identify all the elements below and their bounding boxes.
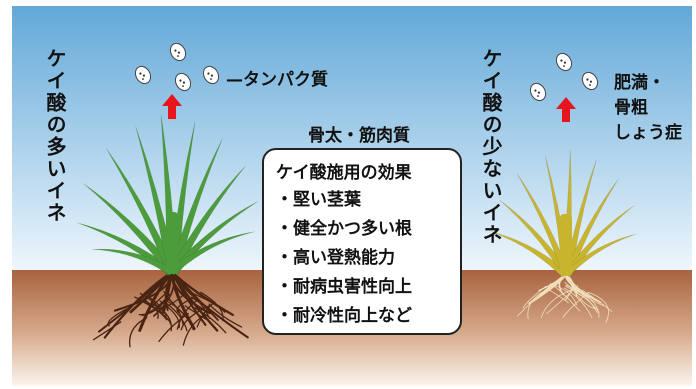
leaf-blade xyxy=(564,159,597,276)
leaf-blade xyxy=(490,231,567,278)
root-branch xyxy=(565,284,598,314)
leaf-blade xyxy=(83,183,176,276)
leaf-blade xyxy=(565,233,637,278)
root-branch xyxy=(107,308,128,327)
rice-grain-icon xyxy=(555,52,573,72)
obesity-label-line3: しょう症 xyxy=(614,123,682,143)
weak-plant-label: ケイ酸の少ないイネ xyxy=(479,48,503,246)
healthy-root-system xyxy=(92,270,249,348)
effect-item: ・耐冷性向上など xyxy=(276,306,412,326)
right-up-arrow-icon xyxy=(556,97,576,122)
healthy-rice-plant xyxy=(77,114,259,277)
rice-grain-icon xyxy=(581,71,599,91)
effect-item: ・高い登熱能力 xyxy=(276,248,395,268)
effect-item: ・堅い茎葉 xyxy=(276,190,361,210)
root-branch xyxy=(176,296,197,314)
root-branch xyxy=(141,293,171,317)
obesity-label-line2: 骨粗 xyxy=(614,98,648,118)
root-branch xyxy=(180,304,212,331)
effects-box: ケイ酸施用の効果 ・堅い茎葉 ・健全かつ多い根 ・高い登熱能力 ・耐病虫害性向上… xyxy=(262,148,462,335)
root-branch xyxy=(200,291,224,322)
root-branch xyxy=(128,317,148,348)
root-branch xyxy=(572,288,600,319)
root-strand xyxy=(170,270,235,317)
plant-stem xyxy=(560,214,572,276)
leaf-blade xyxy=(516,173,570,276)
root-branch xyxy=(540,288,575,319)
root-strand xyxy=(170,270,249,339)
root-branch xyxy=(182,314,207,346)
root-branch xyxy=(92,321,122,341)
root-strand xyxy=(170,270,211,315)
rice-grain-icon xyxy=(202,65,220,85)
root-branch xyxy=(208,303,243,328)
rice-grain-group xyxy=(134,42,599,102)
root-branch xyxy=(573,286,605,307)
root-branch xyxy=(547,288,569,304)
effect-item: ・健全かつ多い根 xyxy=(276,219,412,239)
leaf-blade xyxy=(564,178,619,277)
protein-label: —タンパク質 xyxy=(226,70,328,90)
leaf-blade xyxy=(106,148,177,275)
rice-grain-icon xyxy=(169,42,187,62)
root-branch xyxy=(522,285,547,309)
rice-grain-icon xyxy=(134,65,152,85)
healthy-plant-label: ケイ酸の多いイネ xyxy=(43,48,67,224)
root-branch xyxy=(565,285,600,313)
root-strand xyxy=(138,270,174,332)
root-branch xyxy=(134,296,159,319)
root-branch xyxy=(176,298,200,330)
bone-muscle-label: 骨太・筋肉質 xyxy=(308,126,410,146)
weak-root-system xyxy=(517,273,613,323)
obesity-label-line1: 肥満・ xyxy=(614,73,665,93)
effects-title: ケイ酸施用の効果 xyxy=(276,163,412,183)
rice-grain-icon xyxy=(529,82,547,102)
leaf-blade xyxy=(169,138,223,274)
weak-rice-plant xyxy=(490,150,637,278)
root-branch xyxy=(166,297,184,327)
root-branch xyxy=(527,289,547,320)
root-branch xyxy=(138,299,167,316)
root-branch xyxy=(196,301,216,328)
root-branch xyxy=(158,312,189,343)
effect-item: ・耐病虫害性向上 xyxy=(276,277,412,297)
root-branch xyxy=(141,300,172,325)
left-up-arrow-icon xyxy=(162,94,182,119)
leaf-blade xyxy=(169,165,246,275)
root-branch xyxy=(562,292,590,318)
root-branch xyxy=(587,291,609,323)
rice-grain-icon xyxy=(174,72,192,92)
plant-stem xyxy=(166,212,178,274)
root-branch xyxy=(573,291,596,309)
leaf-blade xyxy=(92,248,173,276)
root-branch xyxy=(552,284,581,312)
root-branch xyxy=(563,287,593,318)
leaf-blade xyxy=(170,231,255,276)
